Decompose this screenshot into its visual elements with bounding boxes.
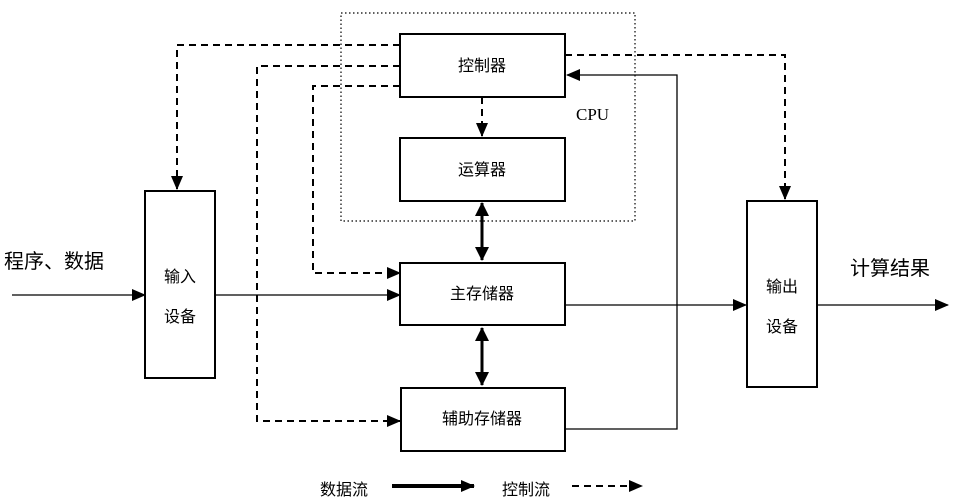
legend-control-flow-label: 控制流 — [502, 480, 550, 499]
cpu-label: CPU — [576, 105, 609, 124]
output-device-node: 输出 设备 — [746, 200, 818, 388]
main-memory-node: 主存储器 — [399, 262, 566, 326]
input-device-label-1: 输入 — [164, 267, 196, 286]
control-line-main-memory — [312, 85, 401, 279]
control-line-output — [565, 54, 791, 200]
controller-label: 控制器 — [458, 56, 506, 75]
output-io-label: 计算结果 — [850, 256, 930, 280]
main-memory-label: 主存储器 — [450, 284, 514, 303]
input-device-node: 输入 设备 — [144, 190, 216, 379]
input-device-label-2: 设备 — [164, 307, 196, 326]
aux-memory-node: 辅助存储器 — [400, 387, 566, 452]
controller-node: 控制器 — [399, 33, 566, 98]
control-line-input — [171, 44, 400, 190]
legend-data-flow-label: 数据流 — [320, 480, 368, 499]
aux-memory-label: 辅助存储器 — [442, 409, 522, 428]
alu-node: 运算器 — [399, 137, 566, 202]
input-io-label: 程序、数据 — [4, 249, 104, 273]
output-device-label-1: 输出 — [766, 277, 798, 296]
data-line-aux-to-controller — [565, 69, 678, 430]
control-line-aux-memory — [256, 65, 401, 427]
alu-label: 运算器 — [458, 160, 506, 179]
output-device-label-2: 设备 — [766, 317, 798, 336]
legend: 数据流 控制流 — [320, 480, 643, 499]
